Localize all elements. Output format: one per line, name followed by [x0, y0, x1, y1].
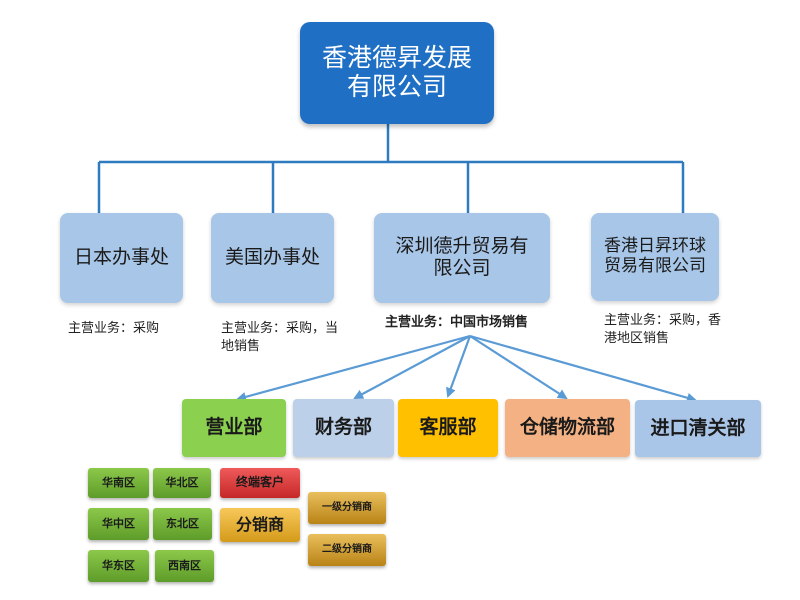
- arrow-to-sales: [236, 334, 471, 402]
- office-shenzhen: 深圳德升贸易有限公司: [374, 213, 550, 303]
- office-japan: 日本办事处: [60, 213, 183, 303]
- dept-finance-label: 财务部: [314, 416, 372, 439]
- arrow-to-logistics: [469, 335, 568, 400]
- distributor-label: 分销商: [235, 514, 284, 534]
- level2-distributor-box: 二级分销商: [308, 534, 386, 566]
- office-hongkong: 香港日昇环球贸易有限公司: [591, 213, 719, 301]
- note-hongkong: 主营业务：采购，香港地区销售: [604, 313, 722, 346]
- region-box: 西南区: [155, 550, 214, 582]
- region-box: 华东区: [88, 550, 149, 582]
- region-label: 西南区: [168, 558, 201, 572]
- level1-distributor-box: 一级分销商: [308, 492, 386, 524]
- dept-logistics-label: 仓储物流部: [519, 416, 615, 439]
- root-company: 香港德昇发展有限公司: [300, 22, 494, 124]
- region-label: 华南区: [102, 475, 135, 489]
- region-label: 华中区: [102, 516, 135, 530]
- office-shenzhen-label: 深圳德升贸易有限公司: [395, 235, 529, 279]
- region-label: 东北区: [166, 516, 199, 530]
- region-label: 华东区: [102, 558, 135, 572]
- distributor-box: 分销商: [220, 508, 300, 542]
- dept-sales: 营业部: [182, 399, 286, 457]
- dept-service: 客服部: [398, 399, 498, 457]
- level1-distributor-label: 一级分销商: [322, 502, 372, 514]
- dept-customs-label: 进口清关部: [650, 416, 746, 439]
- office-usa-label: 美国办事处: [224, 246, 320, 269]
- arrow-to-finance: [353, 335, 471, 399]
- dept-sales-label: 营业部: [205, 416, 263, 439]
- dept-service-label: 客服部: [419, 416, 477, 439]
- region-box: 东北区: [153, 508, 212, 540]
- tree-connectors: [97, 124, 685, 215]
- dept-finance: 财务部: [293, 399, 394, 457]
- dept-customs: 进口清关部: [635, 400, 761, 457]
- note-japan: 主营业务：采购: [68, 321, 160, 336]
- note-shenzhen: 主营业务：中国市场销售: [385, 315, 529, 330]
- region-box: 华中区: [88, 508, 149, 540]
- office-japan-label: 日本办事处: [73, 246, 169, 269]
- department-arrows: [236, 334, 697, 403]
- note-usa: 主营业务：采购，当地销售: [221, 321, 339, 354]
- arrow-to-customs: [469, 334, 697, 403]
- arrow-to-service: [446, 335, 472, 398]
- root-company-label: 香港德昇发展有限公司: [322, 43, 473, 101]
- office-hongkong-label: 香港日昇环球贸易有限公司: [604, 236, 706, 276]
- level2-distributor-label: 二级分销商: [322, 544, 372, 556]
- dept-logistics: 仓储物流部: [505, 399, 630, 457]
- region-box: 华北区: [153, 468, 211, 498]
- end-customer-box: 终端客户: [220, 468, 300, 498]
- region-box: 华南区: [88, 468, 149, 498]
- region-label: 华北区: [165, 475, 199, 489]
- office-usa: 美国办事处: [211, 213, 334, 303]
- end-customer-label: 终端客户: [235, 475, 284, 490]
